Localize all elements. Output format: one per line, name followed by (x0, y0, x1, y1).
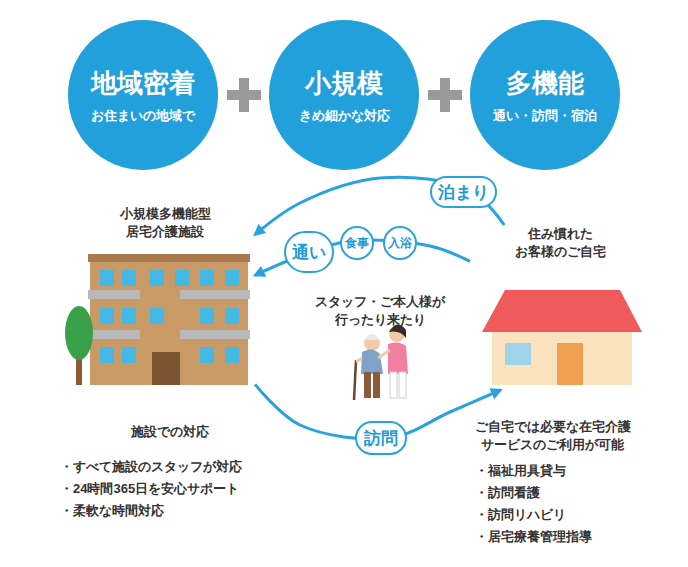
plus-sign-part (440, 78, 450, 112)
facility-building-part (152, 352, 180, 385)
node-heading: 小規模 (305, 66, 383, 101)
null-part-part (200, 347, 214, 363)
people-illustration-part (364, 372, 371, 398)
null-part-part (88, 330, 140, 339)
note-text: ・訪問看護 (475, 484, 655, 502)
edge-label: 泊まり (430, 176, 497, 208)
null-part-part (88, 290, 140, 299)
null-part (88, 290, 250, 339)
circle-fill (68, 20, 218, 170)
edge-label: 通い (284, 231, 334, 273)
note-text: ・福祉用具貸与 (475, 462, 655, 480)
plus-sign-part (239, 78, 249, 112)
people-illustration (354, 324, 408, 400)
null-part-part (100, 347, 114, 363)
people-illustration-part (364, 334, 380, 340)
null-part-part (150, 270, 164, 286)
home-house-part (492, 328, 632, 385)
facility-building (65, 254, 250, 385)
home-house-part (505, 343, 531, 365)
node-heading: 小規模多機能型 居宅介護施設 (110, 205, 220, 240)
null-part-part (122, 347, 136, 363)
null-part-part (200, 308, 214, 324)
home-house (482, 290, 642, 385)
note-text: ・柔軟な時間対応 (60, 502, 280, 520)
edge-label: 訪問 (355, 421, 407, 455)
circle-fill (269, 20, 419, 170)
activity-bubble: 食事 (340, 226, 374, 260)
people-illustration-part (364, 335, 380, 351)
feature-circle: 地域密着お住まいの地域で (68, 20, 218, 170)
people-illustration-part (354, 360, 356, 400)
node-heading: 住み慣れた お客様のご自宅 (505, 225, 615, 260)
people-illustration-part (390, 372, 397, 398)
note-text: スタッフ・ご本人様が 行ったり来たり (310, 293, 450, 328)
node-heading: 多機能 (506, 66, 584, 101)
people-illustration-part (356, 358, 362, 362)
null-part-part (122, 270, 136, 286)
feature-circle: 多機能通い・訪問・宿泊 (470, 20, 620, 170)
home-house-part (557, 343, 583, 385)
facility-building-part (88, 254, 250, 262)
note-text: ・24時間365日を安心サポート (60, 480, 280, 498)
null-part-part (225, 308, 239, 324)
note-text: ・すべて施設のスタッフが対応 (60, 458, 280, 476)
note-text: ご自宅では必要な在宅介護 サービスのご利用が可能 (460, 418, 645, 453)
null-part-part (100, 308, 114, 324)
circle-fill (470, 20, 620, 170)
people-illustration-part (361, 349, 383, 374)
place-node: 小規模多機能型 居宅介護施設 (75, 205, 255, 390)
null-part-part (180, 330, 250, 339)
null-part-part (225, 347, 239, 363)
null-part-part (225, 270, 239, 286)
facility-building-part (65, 306, 93, 360)
null-part-part (200, 270, 214, 286)
people-illustration-part (388, 342, 408, 374)
people-illustration-part (399, 372, 406, 398)
note-text: 施設での対応 (110, 423, 230, 441)
activity-bubble: 入浴 (383, 226, 417, 260)
null-part-part (150, 308, 164, 324)
null-part-part (100, 270, 114, 286)
node-subtext: 通い・訪問・宿泊 (493, 107, 597, 125)
people-illustration-part (378, 350, 390, 358)
null-part (100, 270, 239, 363)
people-illustration-part (373, 372, 380, 398)
null-part-part (180, 290, 250, 299)
home-house-part (482, 290, 642, 332)
note-text: ・訪問リハビリ (475, 506, 655, 524)
node-heading: 地域密着 (91, 66, 195, 101)
node-subtext: きめ細かな対応 (299, 107, 390, 125)
place-node: 住み慣れた お客様のご自宅 (470, 225, 650, 390)
feature-circle: 小規模きめ細かな対応 (269, 20, 419, 170)
null-part-part (122, 308, 136, 324)
facility-building-part (90, 258, 248, 385)
note-text: ・居宅療養管理指導 (475, 528, 655, 546)
node-subtext: お住まいの地域で (91, 107, 195, 125)
null-part-part (175, 270, 189, 286)
